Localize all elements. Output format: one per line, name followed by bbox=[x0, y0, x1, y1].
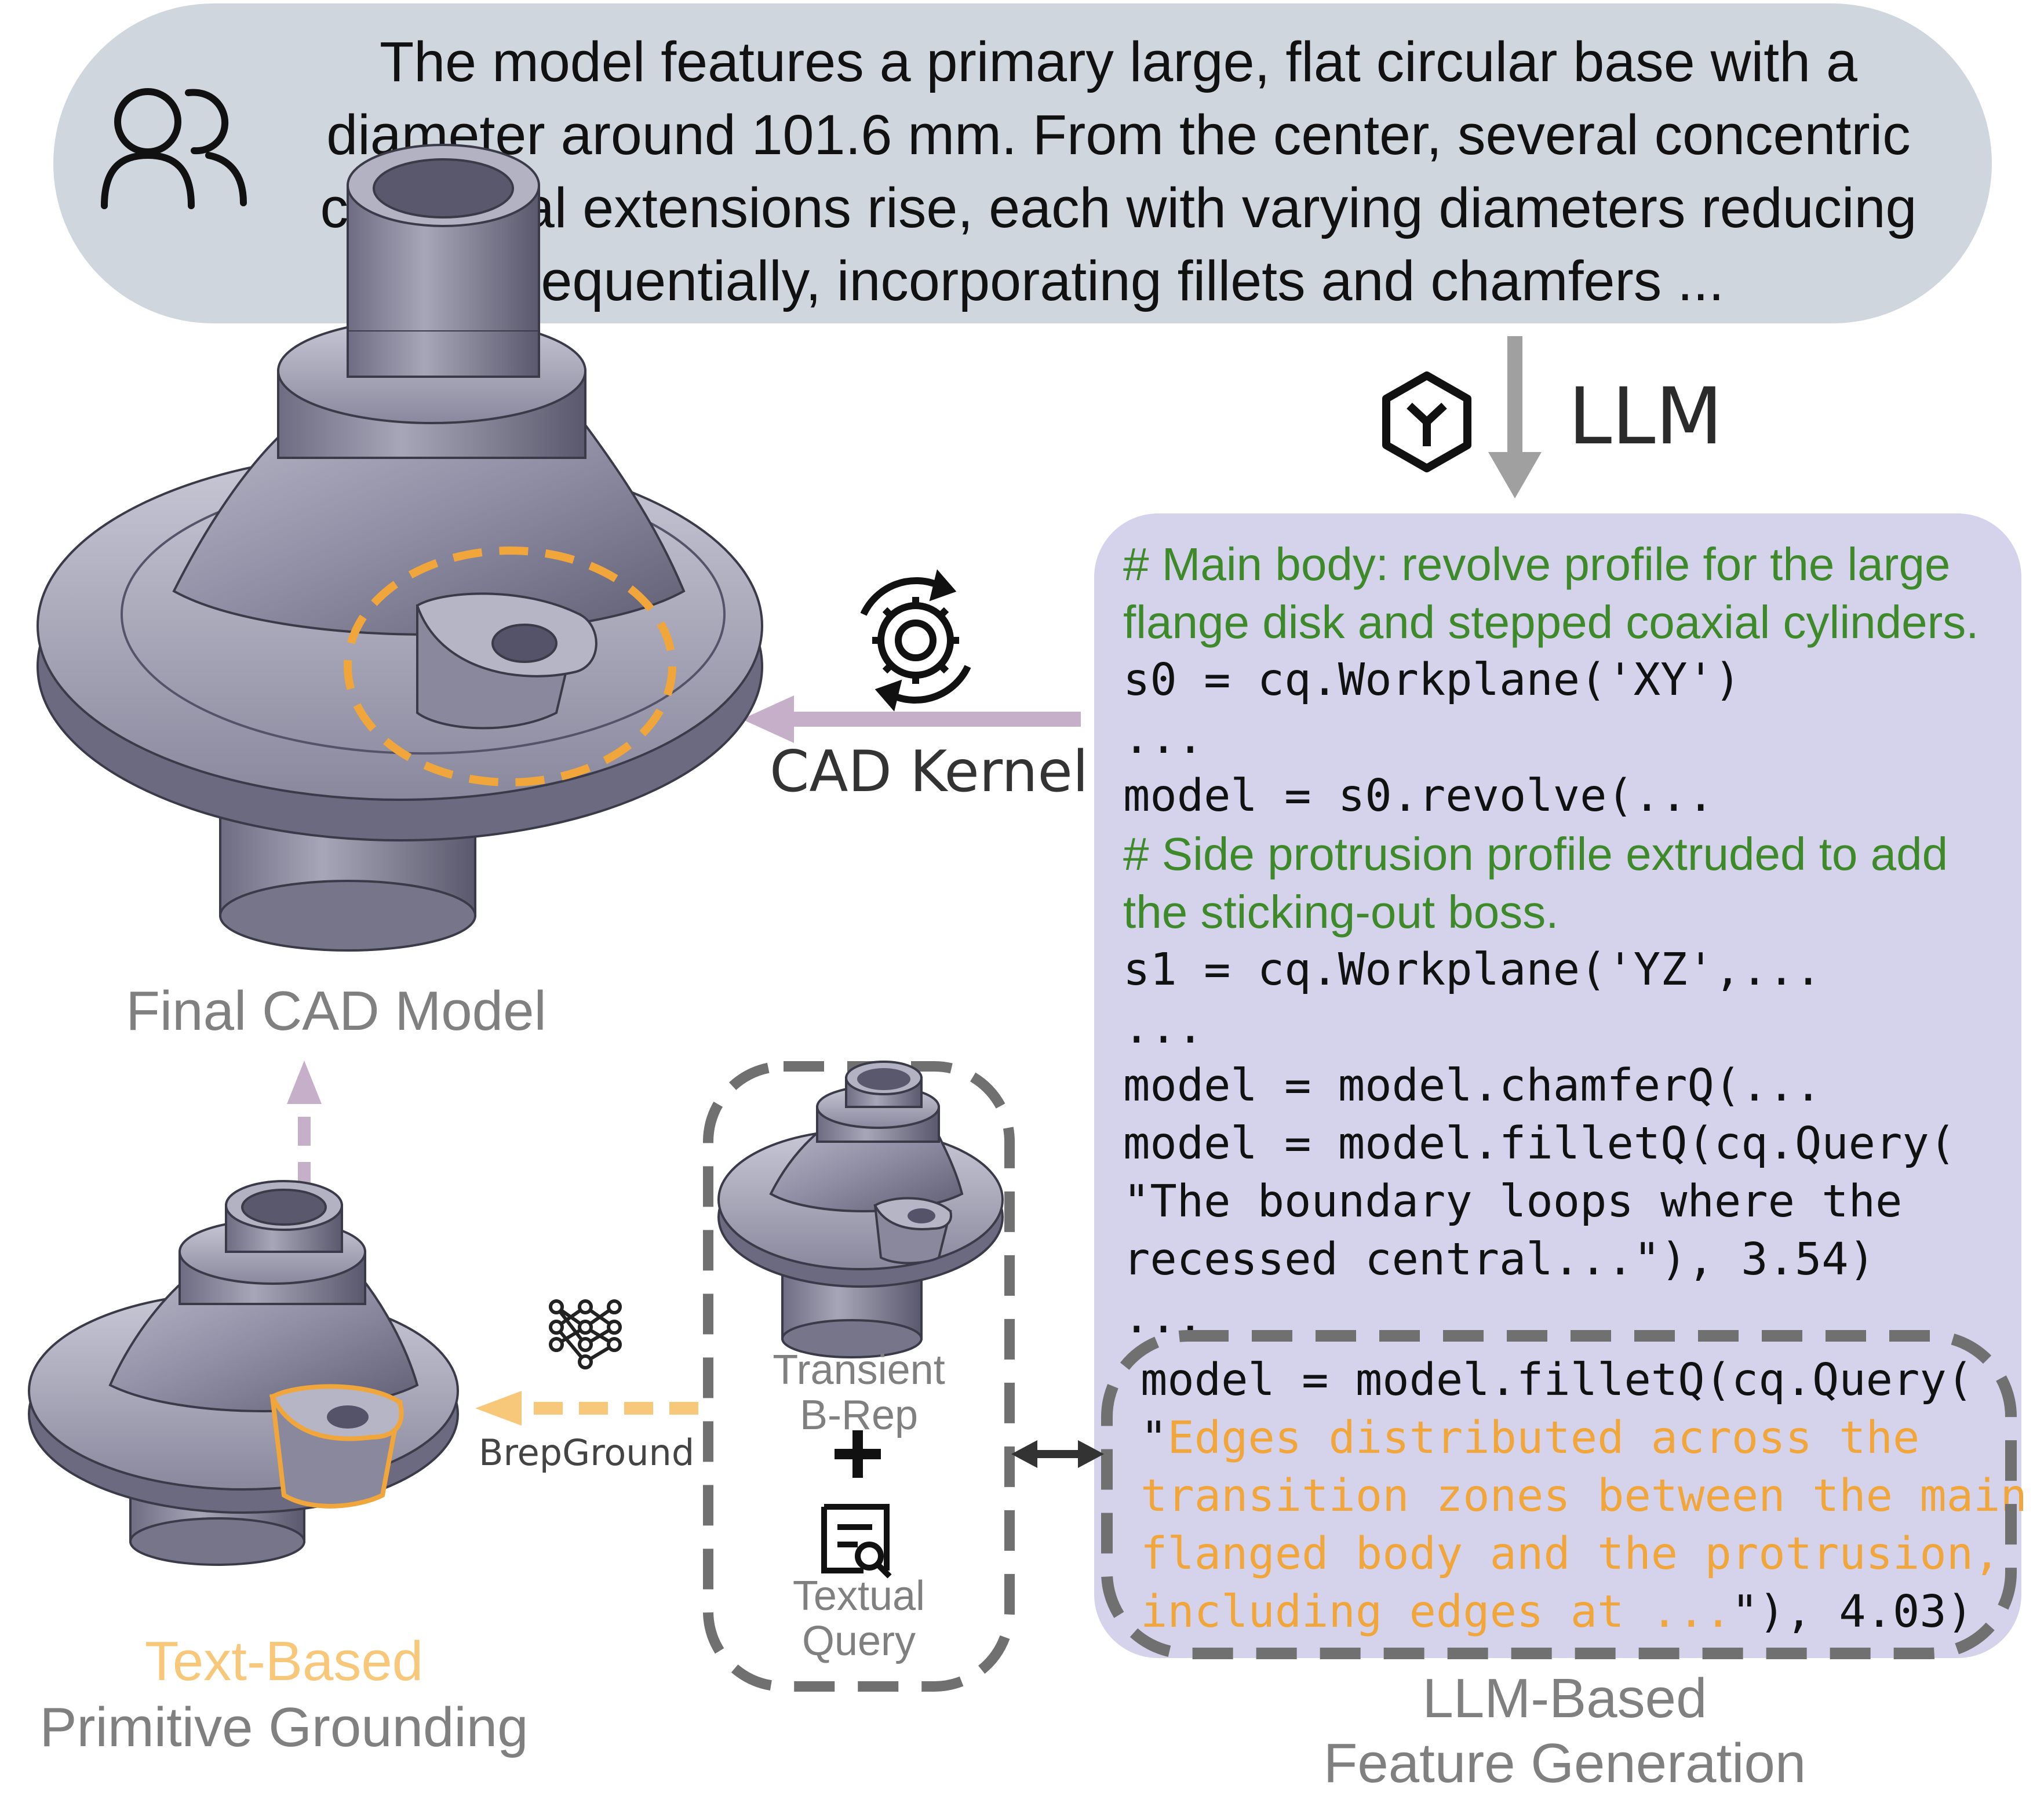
quote-mark: " bbox=[1141, 1412, 1168, 1464]
highlight-line: transition zones between the main bbox=[1141, 1470, 2027, 1522]
highlighted-code-block: model = model.filletQ(cq.Query( "Edges d… bbox=[1141, 1351, 2044, 1641]
code-line: the sticking-out boss. bbox=[1123, 886, 1559, 938]
final-model-caption: Final CAD Model bbox=[126, 980, 546, 1042]
neural-network-icon bbox=[549, 1299, 622, 1369]
middle-bottom-line: Query bbox=[801, 1618, 916, 1664]
code-line: s1 = cq.Workplane('YZ',... bbox=[1123, 944, 1822, 996]
llm-arrow bbox=[1488, 336, 1542, 498]
code-line: model = model.filletQ(cq.Query( bbox=[1141, 1354, 1974, 1406]
code-panel bbox=[1094, 513, 2021, 1658]
highlight-line: Edges distributed across the bbox=[1167, 1412, 1920, 1464]
code-line: model = model.filletQ(cq.Query( bbox=[1123, 1118, 1956, 1170]
document-search-icon bbox=[821, 1504, 892, 1579]
code-line: s0 = cq.Workplane('XY') bbox=[1123, 654, 1741, 706]
code-listing: # Main body: revolve profile for the lar… bbox=[1123, 535, 2027, 1347]
code-line: model = model.chamferQ(... bbox=[1123, 1060, 1822, 1112]
prompt-line: cylindrical extensions rise, each with v… bbox=[320, 176, 1917, 239]
grounding-caption: Text-Based Primitive Grounding bbox=[17, 1629, 551, 1761]
gear-cycle-icon bbox=[860, 569, 971, 712]
brepground-label: BrepGround bbox=[479, 1431, 695, 1474]
grounding-cad-model bbox=[28, 1180, 459, 1566]
code-line: recessed central..."), 3.54) bbox=[1123, 1234, 1876, 1285]
plus-sign bbox=[835, 1430, 881, 1478]
code-line: model = s0.revolve(... bbox=[1123, 770, 1714, 822]
llm-label: LLM bbox=[1568, 371, 1723, 462]
prompt-line: The model features a primary large, flat… bbox=[379, 30, 1858, 93]
grounding-to-final-arrow bbox=[287, 1061, 322, 1191]
code-line: flange disk and stepped coaxial cylinder… bbox=[1123, 596, 1979, 648]
bidirectional-arrow bbox=[1011, 1440, 1104, 1468]
final-cad-model bbox=[37, 144, 763, 952]
transient-brep-label: Transient B-Rep bbox=[737, 1347, 981, 1438]
prompt-line: sequentially, incorporating fillets and … bbox=[512, 249, 1725, 312]
highlight-dashed-box bbox=[1101, 1330, 2017, 1659]
code-line: ... bbox=[1123, 712, 1204, 764]
prompt-line: diameter around 101.6 mm. From the cente… bbox=[326, 103, 1911, 166]
hexagon-y-icon bbox=[1382, 371, 1471, 472]
panel-caption: LLM-Based Feature Generation bbox=[1275, 1666, 1854, 1796]
middle-bottom-line: Textual bbox=[792, 1573, 926, 1619]
code-line: "The boundary loops where the bbox=[1123, 1176, 1903, 1227]
code-line: # Side protrusion profile extruded to ad… bbox=[1123, 828, 1948, 880]
highlight-line: flanged body and the protrusion, bbox=[1141, 1528, 2001, 1580]
code-line: ... bbox=[1123, 1002, 1204, 1054]
textual-query-label: Textual Query bbox=[737, 1573, 981, 1664]
highlight-line: including edges at ... bbox=[1141, 1586, 1732, 1638]
brepground-arrow bbox=[475, 1391, 698, 1426]
middle-top-line: Transient bbox=[773, 1347, 945, 1393]
grounding-caption-rest: Primitive Grounding bbox=[39, 1696, 529, 1758]
grounding-caption-highlight: Text-Based bbox=[144, 1630, 424, 1692]
panel-caption-line: Feature Generation bbox=[1323, 1732, 1806, 1794]
middle-top-line: B-Rep bbox=[799, 1392, 919, 1438]
code-line: # Main body: revolve profile for the lar… bbox=[1123, 538, 1951, 590]
users-icon bbox=[101, 88, 247, 209]
prompt-text: The model features a primary large, flat… bbox=[261, 25, 1976, 318]
panel-caption-line: LLM-Based bbox=[1422, 1667, 1707, 1729]
transient-brep-model bbox=[717, 1061, 1004, 1358]
code-tail: "), 4.03) bbox=[1731, 1586, 1974, 1638]
cad-kernel-label: CAD Kernel bbox=[770, 739, 1088, 805]
cad-kernel-arrow bbox=[742, 695, 1081, 743]
